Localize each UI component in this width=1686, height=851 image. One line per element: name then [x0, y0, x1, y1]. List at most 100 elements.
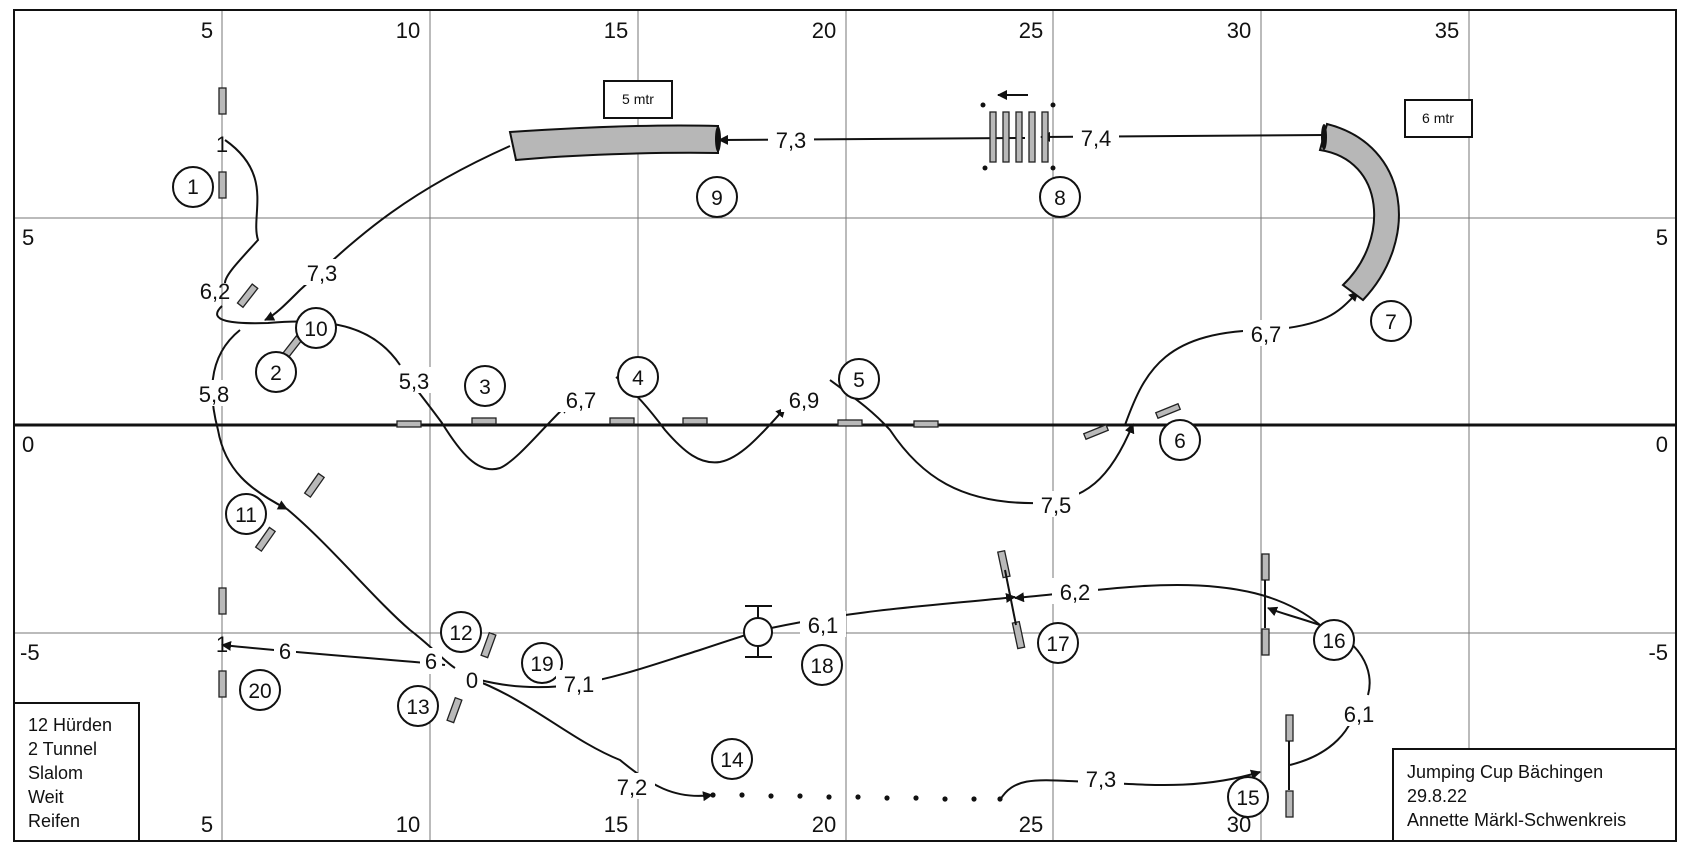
hurdle-16: [1261, 553, 1270, 581]
finish-pole: [218, 670, 227, 698]
tyre-18: [743, 605, 773, 658]
distance-label: 6,2: [1060, 580, 1091, 605]
axis-top-label: 25: [1019, 18, 1043, 43]
obstacle-13: 13: [397, 685, 439, 727]
hurdle-12: [446, 696, 463, 724]
path-9-to-2: [264, 145, 511, 321]
hurdle-15: [1285, 790, 1294, 818]
start-pole: [218, 171, 227, 199]
equipment-item: Weit: [28, 787, 64, 807]
weave-pole: [913, 420, 939, 428]
obstacle-7: 7: [1370, 300, 1412, 342]
weave-pole: [609, 417, 635, 425]
distance-label: 7,3: [776, 128, 807, 153]
axis-top-label: 5: [201, 18, 213, 43]
start-marker: 1: [216, 132, 228, 157]
obstacle-10: 10: [295, 307, 337, 349]
axis-bottom-label: 5: [201, 812, 213, 837]
distance-label: 0: [466, 668, 478, 693]
hurdle-2: [236, 283, 259, 309]
obstacle-16: 16: [1313, 619, 1355, 661]
obstacle-number: 19: [530, 653, 553, 676]
start-finish-markers: 1 1: [216, 132, 228, 657]
hurdle-17: [1011, 620, 1026, 650]
dog-path: [211, 131, 1371, 802]
path-10-to-11: [211, 329, 288, 510]
distance-label: 6,9: [789, 388, 820, 413]
obstacle-11: 11: [225, 493, 267, 535]
axis-top-label: 20: [812, 18, 836, 43]
axis-bottom-label: 15: [604, 812, 628, 837]
finish-marker: 1: [216, 632, 228, 657]
axis-left: 5 0 -5: [20, 225, 40, 665]
obstacle-numbers: 1 2 3 4 5 6 7 8 9 10 11 12 13 14 15 16 1…: [172, 166, 1412, 818]
tunnel-7: 6 mtr: [1318, 99, 1473, 302]
axis-left-label: 5: [22, 225, 34, 250]
distance-label: 6,7: [1251, 322, 1282, 347]
tunnel-9: 5 mtr: [508, 80, 721, 162]
obstacle-number: 1: [187, 176, 199, 199]
obstacle-3: 3: [464, 365, 506, 407]
obstacle-8: 8: [1039, 176, 1081, 218]
axis-top-label: 10: [396, 18, 420, 43]
obstacle-5: 5: [838, 358, 880, 400]
equipment-item: Reifen: [28, 811, 80, 831]
hurdle-6: [1154, 402, 1182, 420]
hurdle-6: [1082, 423, 1110, 441]
obstacle-number: 12: [449, 622, 472, 645]
equipment-item: Slalom: [28, 763, 83, 783]
obstacle-number: 18: [810, 655, 833, 678]
obstacle-12: 12: [440, 611, 482, 653]
obstacle-19: 19: [521, 642, 563, 684]
path-4-weave: [615, 376, 786, 464]
path-start-to-2: [224, 139, 260, 284]
distance-label: 5,8: [199, 382, 230, 407]
obstacle-number: 20: [248, 680, 271, 703]
distance-label: 6,1: [808, 613, 839, 638]
obstacle-number: 7: [1385, 311, 1397, 334]
dotted-path: [710, 792, 1003, 802]
axis-right: 5 0 -5: [1648, 225, 1668, 665]
course-frame: [13, 9, 1677, 842]
distance-label: 5,3: [399, 369, 430, 394]
axis-right-label: 5: [1656, 225, 1668, 250]
obstacle-number: 10: [304, 318, 327, 341]
weave-pole: [396, 420, 422, 428]
obstacle-number: 4: [632, 367, 644, 390]
path-6-to-7: [1124, 291, 1359, 426]
obstacle-1: 1: [172, 166, 214, 208]
event-date: 29.8.22: [1407, 786, 1467, 806]
info-box: Jumping Cup Bächingen 29.8.22 Annette Mä…: [1392, 748, 1677, 842]
equipment-item: 12 Hürden: [28, 715, 112, 735]
axis-top-label: 35: [1435, 18, 1459, 43]
distance-label: 6,2: [200, 279, 231, 304]
axis-right-label: -5: [1648, 640, 1668, 665]
distance-label: 6,1: [1344, 702, 1375, 727]
obstacle-number: 6: [1174, 430, 1186, 453]
axis-top-label: 15: [604, 18, 628, 43]
obstacle-number: 11: [235, 504, 257, 527]
hurdle-12: [480, 631, 497, 659]
obstacle-number: 17: [1046, 633, 1069, 656]
obstacle-number: 13: [406, 696, 429, 719]
obstacle-4: 4: [617, 356, 659, 398]
obstacle-number: 9: [711, 187, 723, 210]
path-5-to-6: [829, 379, 1135, 505]
event-title: Jumping Cup Bächingen: [1407, 762, 1603, 782]
distance-labels: 7,3 7,4 7,3 6,2 5,3 6,7 6,9 6,7 7,5 5,8 …: [191, 124, 1382, 800]
weave-pole: [471, 417, 497, 425]
obstacle-number: 14: [720, 749, 744, 772]
distance-label: 6: [279, 639, 291, 664]
path-2-to-10: [216, 305, 401, 366]
axis-bottom-label: 25: [1019, 812, 1043, 837]
path-3-weave: [402, 371, 569, 471]
hurdle-17: [996, 549, 1011, 579]
obstacle-number: 15: [1236, 787, 1259, 810]
hurdles: [218, 87, 1294, 818]
distance-label: 6: [425, 649, 437, 674]
weave-pole: [837, 419, 863, 427]
weave-pole: [682, 417, 708, 425]
axis-right-label: 0: [1656, 432, 1668, 457]
path-14-to-15: [999, 769, 1261, 801]
obstacle-number: 3: [479, 376, 491, 399]
